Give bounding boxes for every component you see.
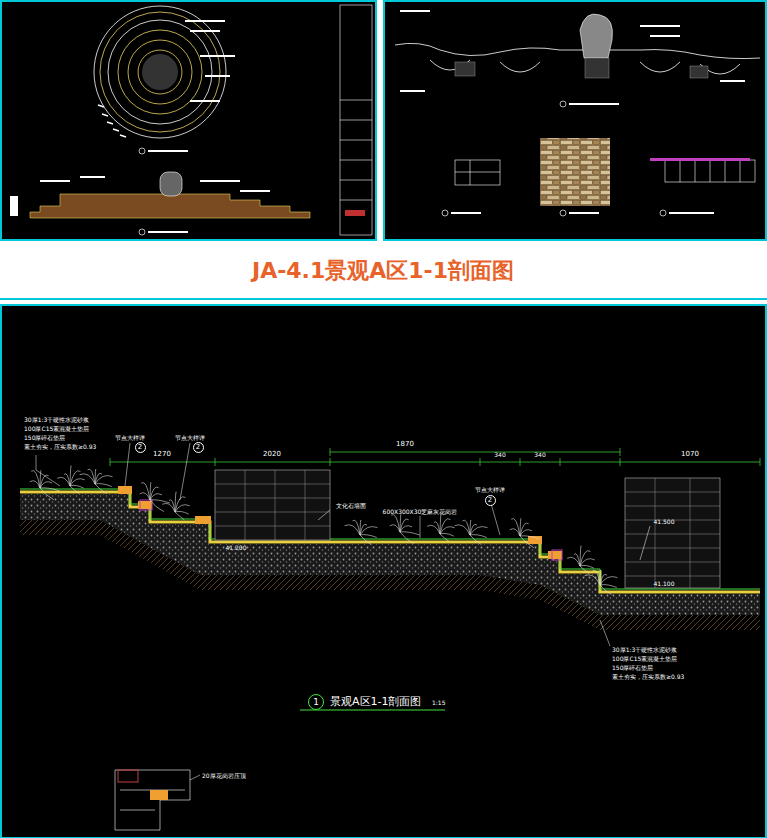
- callout-note: 节点大样详: [475, 487, 505, 494]
- plant-stroke: [574, 554, 580, 566]
- plant-stroke: [150, 494, 162, 500]
- dimension: 1270: [153, 451, 171, 459]
- plant-stroke: [580, 566, 589, 574]
- plant-stroke: [70, 486, 79, 494]
- plant-stroke: [511, 518, 520, 536]
- plant-stroke: [427, 525, 440, 534]
- plant-stroke: [353, 520, 360, 535]
- plant-stroke: [88, 469, 95, 484]
- plant-stroke: [470, 535, 482, 545]
- callout-circle: 2: [135, 442, 146, 453]
- callout-circle: 2: [193, 442, 204, 453]
- plant-stroke: [140, 493, 150, 500]
- plant-stroke: [345, 525, 360, 535]
- plant-stroke: [360, 527, 378, 535]
- plant-stroke: [400, 532, 420, 535]
- dimension: 340: [494, 452, 505, 459]
- plant-stroke: [520, 536, 534, 548]
- plant-stroke: [95, 484, 107, 494]
- plant-stroke: [455, 525, 470, 535]
- callout-number: 2: [488, 497, 492, 504]
- plant-stroke: [520, 536, 540, 539]
- plant-stroke: [40, 488, 60, 491]
- plant-stroke: [141, 482, 150, 500]
- dimension: 1070: [681, 451, 699, 459]
- material-note: 素土夯实，压实系数≥0.93: [24, 444, 96, 451]
- plant-stroke: [40, 488, 54, 500]
- plant-stroke: [40, 482, 52, 488]
- plant-stroke: [80, 474, 95, 484]
- plant-stroke: [470, 527, 488, 535]
- plant-stroke: [600, 585, 617, 588]
- plant-stroke: [150, 500, 164, 512]
- callout-number: 2: [196, 444, 200, 451]
- plant-stroke: [31, 470, 40, 488]
- elevation: 41.200: [226, 545, 247, 552]
- drawing-title: JA-4.1景观A区1-1剖面图: [252, 259, 514, 283]
- plant-stroke: [600, 585, 612, 595]
- plant-stroke: [510, 529, 520, 536]
- dimension: 2020: [263, 451, 281, 459]
- material-note: 100厚C15素混凝土垫层: [612, 656, 677, 663]
- elevation: 41.100: [654, 581, 675, 588]
- callout-circle: 1: [308, 694, 324, 710]
- material-note: 30厚1:3干硬性水泥砂浆: [24, 417, 89, 424]
- plant-stroke: [440, 527, 455, 534]
- callout-note: 节点大样详: [175, 435, 205, 442]
- callout-note: 节点大样详: [115, 435, 145, 442]
- material-note: 100厚C15素混凝土垫层: [24, 426, 89, 433]
- callout-circle: 2: [485, 495, 496, 506]
- plant-stroke: [391, 514, 400, 532]
- plant-stroke: [57, 477, 70, 486]
- plant-stroke: [95, 484, 112, 487]
- plant-stroke: [390, 525, 400, 532]
- plant-stroke: [400, 526, 412, 532]
- plant-stroke: [70, 479, 85, 486]
- plant-stroke: [162, 503, 175, 512]
- plant-stroke: [95, 476, 113, 484]
- plant-stroke: [593, 570, 600, 585]
- material-note: 150厚碎石垫层: [612, 665, 653, 672]
- callout-number: 2: [138, 444, 142, 451]
- material-note: 素土夯实，压实系数≥0.93: [612, 674, 684, 681]
- plant-stroke: [470, 535, 487, 538]
- plant-stroke: [169, 500, 175, 512]
- dimension: 340: [534, 452, 545, 459]
- plant-stroke: [585, 575, 600, 585]
- plant-stroke: [175, 505, 190, 512]
- plant-stroke: [580, 559, 595, 566]
- plant-stroke: [463, 520, 470, 535]
- plant-stroke: [434, 522, 440, 534]
- plant-stroke: [567, 557, 580, 566]
- plant-stroke: [440, 534, 449, 542]
- plant-stroke: [360, 535, 377, 538]
- plant-stroke: [64, 474, 70, 486]
- plant-stroke: [360, 535, 372, 545]
- plant-stroke: [30, 481, 40, 488]
- elevation: 41.500: [654, 519, 675, 526]
- plant-stroke: [400, 532, 414, 544]
- material-note: 30厚1:3干硬性水泥砂浆: [612, 647, 677, 654]
- scale: 1:15: [432, 700, 445, 707]
- plant-stroke: [150, 500, 170, 503]
- material-note: 600X300X30芝麻灰花岗岩: [383, 509, 458, 516]
- plant-stroke: [175, 512, 184, 520]
- plant-stroke: [520, 530, 532, 536]
- section-title: 景观A区1-1剖面图: [330, 696, 422, 708]
- dimension: 1870: [396, 441, 414, 449]
- material-note: 20厚花岗岩压顶: [202, 773, 246, 780]
- material-note: 150厚碎石垫层: [24, 435, 65, 442]
- plant-stroke: [600, 577, 618, 585]
- material-note: 文化石墙面: [336, 503, 366, 510]
- callout-number: 1: [313, 698, 319, 707]
